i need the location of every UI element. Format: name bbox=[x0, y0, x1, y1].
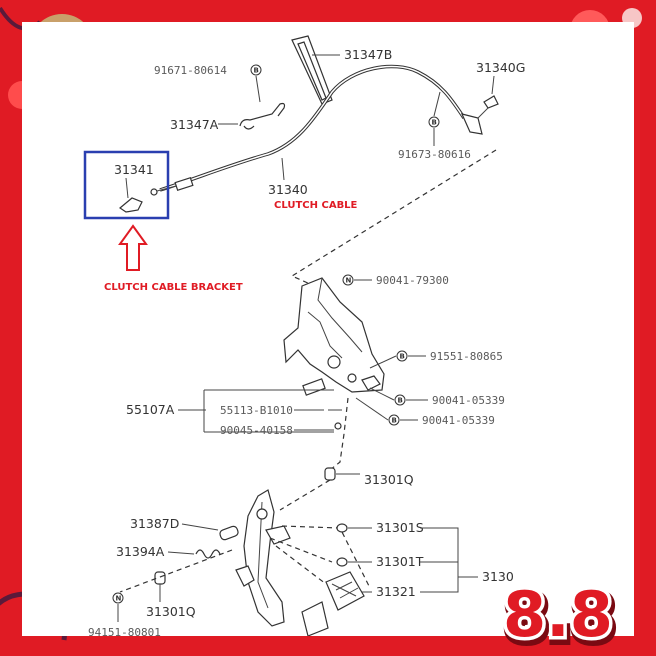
part-number-31394a: 31394A bbox=[116, 544, 165, 559]
svg-text:N: N bbox=[346, 277, 352, 285]
svg-text:B: B bbox=[400, 353, 405, 361]
part-number-31301t: 31301T bbox=[376, 554, 424, 569]
clip-31347a-shape bbox=[239, 102, 286, 130]
part-number-31347a: 31347A bbox=[170, 117, 219, 132]
clutch-parts-diagram: 91673-80616 31347B 31340G 91671-80614 B … bbox=[83, 22, 525, 636]
part-number-31341: 31341 bbox=[114, 162, 154, 177]
part-number-31301q-bottom: 31301Q bbox=[146, 604, 196, 619]
diagram-sheet: 91673-80616 31347B 31340G 91671-80614 B … bbox=[22, 22, 634, 636]
highlight-box-clutch-cable-bracket bbox=[83, 150, 170, 220]
badge-b-icon: B bbox=[396, 350, 408, 362]
caption-clutch-cable-bracket: CLUTCH CABLE BRACKET bbox=[104, 282, 243, 293]
part-number-90041-05339-b: 90041-05339 bbox=[422, 414, 495, 427]
bracket-31341-shape bbox=[118, 197, 143, 213]
pin-90045-shape bbox=[334, 422, 342, 430]
leader-90041-05339-b bbox=[355, 397, 389, 421]
part-number-91673-80616: 91673-80616 bbox=[398, 148, 471, 161]
leader-31340g bbox=[491, 75, 495, 95]
caption-clutch-cable: CLUTCH CABLE bbox=[274, 200, 358, 211]
part-number-31347b: 31347B bbox=[344, 47, 392, 62]
part-number-31301-partial: 3130 bbox=[482, 569, 514, 584]
arrow-up-icon bbox=[118, 224, 148, 271]
spring-31394a-shape bbox=[195, 549, 221, 559]
svg-text:B: B bbox=[392, 417, 397, 425]
badge-b-icon: B bbox=[250, 64, 262, 76]
stopper-31301s-shape bbox=[336, 523, 348, 533]
part-number-90041-05339-a: 90041-05339 bbox=[432, 394, 505, 407]
leader-31341 bbox=[125, 177, 129, 199]
svg-text:B: B bbox=[432, 119, 437, 127]
leader-90041-05339-a bbox=[369, 387, 395, 401]
leader-31340 bbox=[281, 157, 285, 181]
clutch-pedal-shape bbox=[235, 489, 291, 627]
part-number-90045-40158: 90045-40158 bbox=[220, 424, 293, 437]
pedal-pad-31321-shape bbox=[301, 571, 365, 636]
leader-91671 bbox=[255, 75, 261, 103]
leader-91551 bbox=[369, 355, 397, 369]
svg-text:N: N bbox=[116, 595, 122, 603]
part-number-55107a: 55107A bbox=[126, 402, 175, 417]
part-number-31321: 31321 bbox=[376, 584, 416, 599]
leader-31394a bbox=[167, 551, 195, 555]
part-number-91551-80865: 91551-80865 bbox=[430, 350, 503, 363]
clip-31347b-shape bbox=[291, 35, 333, 105]
badge-b-icon: B bbox=[394, 394, 406, 406]
pedal-support-bracket-shape bbox=[283, 277, 385, 396]
dashed-link-94151 bbox=[119, 549, 233, 593]
part-number-55113-b1010: 55113-B1010 bbox=[220, 404, 293, 417]
part-number-31301q-top: 31301Q bbox=[364, 472, 414, 487]
dashed-link-cable-to-pedal bbox=[290, 149, 497, 285]
badge-b-icon: B bbox=[428, 116, 440, 128]
part-number-31340: 31340 bbox=[268, 182, 308, 197]
part-number-31387d: 31387D bbox=[130, 516, 179, 531]
dashed-link-bracket-to-pedal bbox=[329, 397, 349, 471]
leader-91673-up bbox=[433, 91, 441, 117]
group-bracket-31301 bbox=[420, 527, 478, 593]
part-number-91671-80614: 91671-80614 bbox=[154, 64, 227, 77]
leader-31387d bbox=[181, 523, 219, 531]
bushing-31387d-shape bbox=[219, 525, 239, 541]
part-number-31340g: 31340G bbox=[476, 60, 525, 75]
cable-end-fitting bbox=[150, 176, 194, 196]
badge-n-icon: N bbox=[112, 592, 124, 604]
part-number-90041-79300: 90041-79300 bbox=[376, 274, 449, 287]
cushion-31301q-shape bbox=[324, 467, 336, 481]
badge-n-icon: N bbox=[342, 274, 354, 286]
badge-b-icon: B bbox=[388, 414, 400, 426]
part-number-94151-80801: 94151-80801 bbox=[88, 626, 161, 636]
part-number-top-partial: 91673-80616 bbox=[274, 22, 347, 25]
cable-end-fitting-upper bbox=[460, 95, 499, 135]
stopper-31301t-shape bbox=[336, 557, 348, 567]
cushion-31301q-bottom-shape bbox=[154, 571, 166, 585]
group-bracket-55107a bbox=[203, 389, 334, 433]
part-number-31301s: 31301S bbox=[376, 520, 424, 535]
svg-text:B: B bbox=[254, 67, 259, 75]
svg-text:B: B bbox=[398, 397, 403, 405]
